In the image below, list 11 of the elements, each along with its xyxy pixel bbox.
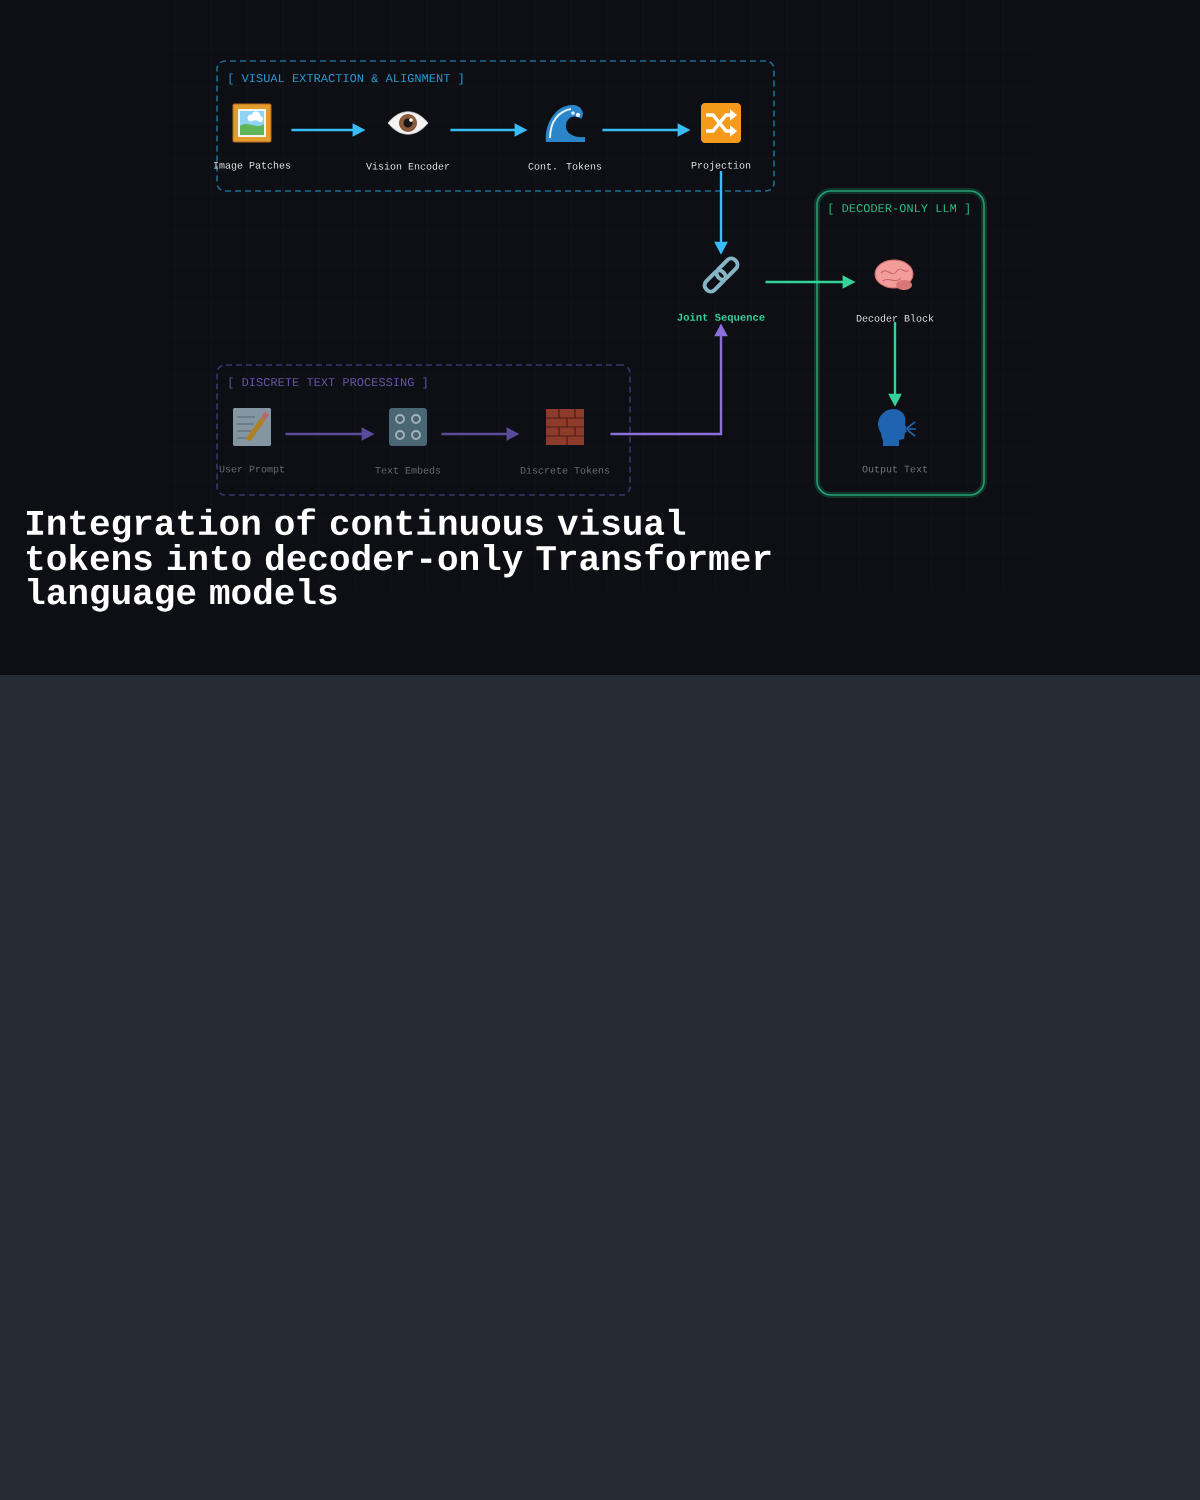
- node-label: Joint Sequence: [677, 313, 765, 323]
- title: Integration of continuous visual tokens into decoder-only Transformer language models: [26, 508, 771, 612]
- node-label: Output Text: [862, 465, 927, 475]
- node-label: Image Patches: [214, 161, 291, 171]
- node-label: Text Embeds: [375, 466, 441, 474]
- node-label: Vision Encoder: [366, 162, 450, 170]
- node-label: Discrete Tokens: [520, 466, 610, 474]
- node-label: Decoder Block: [856, 314, 934, 322]
- node-label: Projection: [691, 161, 751, 171]
- node-label: Cont. Tokens: [528, 162, 602, 170]
- node-label: User Prompt: [219, 465, 284, 475]
